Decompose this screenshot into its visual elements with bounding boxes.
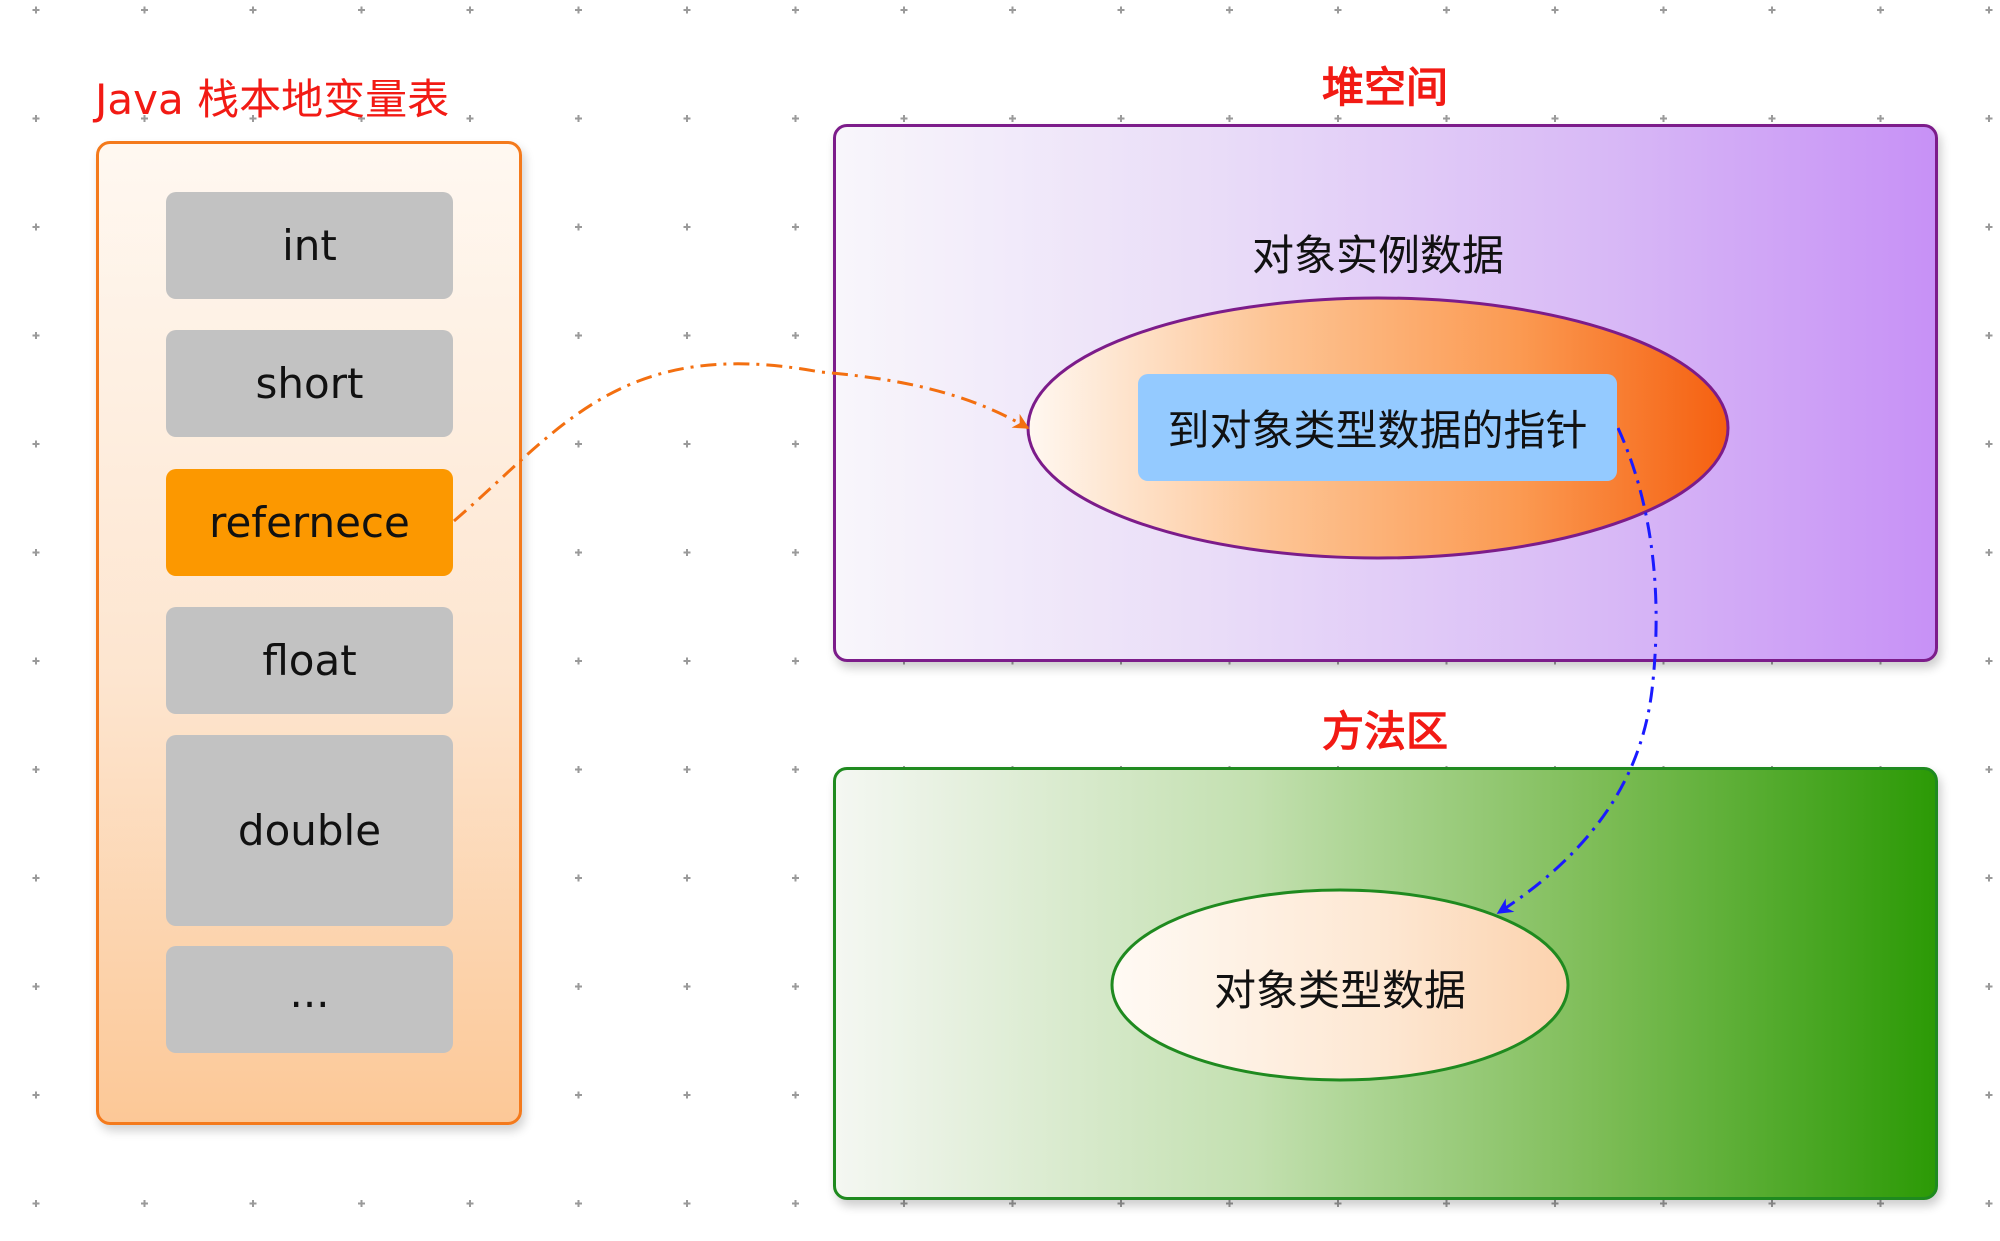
slot-ellipsis: ... (166, 946, 453, 1053)
slot-double: double (166, 735, 453, 926)
slot-float: float (166, 607, 453, 714)
instance-data-label: 对象实例数据 (1251, 231, 1504, 280)
type-pointer-box: 到对象类型数据的指针 (1138, 374, 1617, 481)
method-area-title: 方法区 (1321, 707, 1448, 756)
slot-reference: refernece (166, 469, 453, 576)
heap-title: 堆空间 (1321, 63, 1448, 112)
type-data-label: 对象类型数据 (1213, 966, 1466, 1015)
slot-int: int (166, 192, 453, 299)
stack-title: Java 栈本地变量表 (95, 75, 450, 124)
slot-short: short (166, 330, 453, 437)
